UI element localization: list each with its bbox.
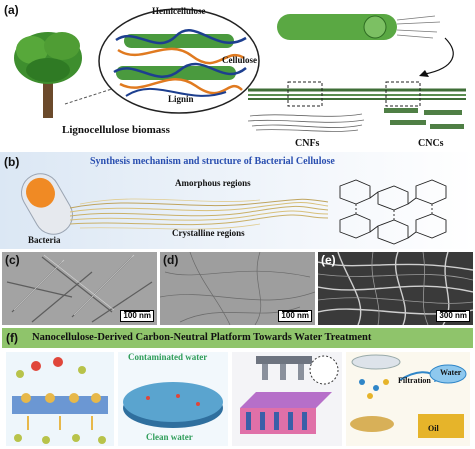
panel-a: (a) Lignocellulose biomass Hemicellulose…: [0, 0, 475, 151]
hemicellulose-label: Hemicellulose: [152, 6, 206, 16]
panel-f: (f) Nanocellulose-Derived Carbon-Neutral…: [0, 328, 475, 449]
purification-disk: [118, 352, 228, 446]
cellulose-label: Cellulose: [222, 55, 257, 65]
panel-f-title-bar: [2, 328, 473, 348]
scale-bar-d: 100 nm: [278, 310, 312, 322]
oil-label: Oil: [428, 424, 439, 433]
biomass-label: Lignocellulose biomass: [62, 124, 170, 136]
panel-a-label: (a): [4, 3, 19, 17]
bacterium-capsule: [20, 173, 73, 235]
filtration-label: Filtration: [398, 376, 431, 385]
panel-e-label: (e): [321, 253, 336, 267]
oil-water-separation: [346, 352, 470, 446]
panel-b-title: Synthesis mechanism and structure of Bac…: [90, 156, 335, 167]
panel-b: (b) Synthesis mechanism and structure of…: [0, 152, 475, 249]
cncs-illustration: [384, 108, 464, 129]
cellulose-fibrils: [70, 198, 329, 230]
lignocellulose-structure: [98, 8, 260, 114]
scale-bar-c-text: 100 nm: [123, 311, 151, 320]
adsorption-membrane: [6, 352, 114, 446]
panel-d-tem: (d) 100 nm: [160, 252, 315, 325]
cnfs-illustration: [247, 113, 365, 132]
nanofiber-bundle: [248, 81, 466, 107]
contaminated-water-label: Contaminated water: [128, 352, 208, 362]
scale-bar-e-text: 300 nm: [439, 311, 467, 320]
panel-b-label: (b): [4, 155, 20, 169]
cnfs-label: CNFs: [295, 138, 320, 149]
amorphous-label: Amorphous regions: [175, 178, 251, 188]
evaporator-device: [232, 352, 342, 446]
water-label: Water: [440, 368, 462, 377]
scale-bar-c: 100 nm: [120, 310, 154, 322]
crystalline-label: Crystalline regions: [172, 228, 245, 238]
tree-illustration: [14, 32, 82, 118]
panel-c-tem: (c) 100 nm: [2, 252, 157, 325]
clean-water-label: Clean water: [146, 432, 193, 442]
cellulose-molecular-structure: [339, 179, 447, 245]
lignin-label: Lignin: [168, 94, 194, 104]
scale-bar-d-text: 100 nm: [281, 311, 309, 320]
cellulose-fiber: [277, 14, 454, 77]
panel-c-label: (c): [5, 253, 20, 267]
cncs-label: CNCs: [418, 138, 444, 149]
panel-e-sem: (e) 300 nm: [318, 252, 473, 325]
panel-d-label: (d): [163, 253, 179, 267]
bacteria-label: Bacteria: [28, 235, 61, 245]
panel-f-title: Nanocellulose-Derived Carbon-Neutral Pla…: [32, 332, 372, 343]
scale-bar-e: 300 nm: [436, 310, 470, 322]
panel-f-label: (f): [6, 331, 18, 345]
